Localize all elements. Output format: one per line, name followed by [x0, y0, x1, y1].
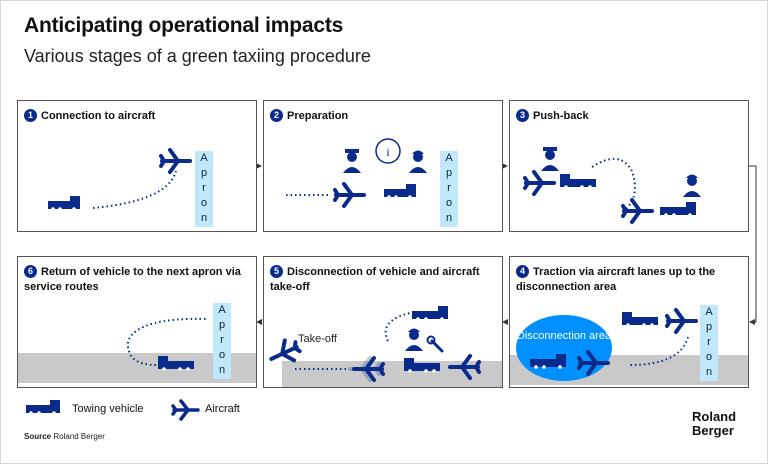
pilot-icon [541, 147, 559, 171]
connector-3-4 [748, 165, 757, 325]
pilot-icon [343, 149, 361, 173]
stage-number-1: 1 [24, 109, 37, 122]
towing-vehicle-icon [404, 358, 440, 373]
takeoff-label: Take-off [298, 333, 337, 345]
route-path [384, 312, 411, 342]
aircraft-icon [577, 350, 610, 376]
legend-vehicle-label: Towing vehicle [72, 403, 144, 415]
svg-text:i: i [386, 145, 390, 159]
towing-vehicle-icon [412, 306, 448, 321]
towing-vehicle-icon [530, 354, 566, 369]
aircraft-icon [352, 356, 385, 382]
source-note: Source Roland Berger [24, 432, 105, 441]
towing-vehicle-icon [158, 356, 194, 371]
towing-vehicle-icon [48, 196, 80, 211]
aircraft-takeoff-icon [269, 338, 302, 363]
aircraft-icon [448, 354, 481, 380]
towing-vehicle-icon [622, 312, 658, 327]
aircraft-icon [333, 182, 366, 208]
towing-vehicle-icon [560, 174, 596, 189]
legend-aircraft-label: Aircraft [205, 403, 240, 415]
figure-subtitle: Various stages of a green taxiing proced… [24, 46, 371, 66]
towing-vehicle-icon [384, 184, 416, 199]
route-path [591, 158, 636, 210]
towing-vehicle-icon [660, 202, 696, 217]
ground-worker-icon [405, 328, 423, 351]
disconnection-area: Disconnection area [516, 315, 612, 381]
route-path [629, 336, 689, 366]
aircraft-icon [159, 148, 192, 174]
wrench-icon [426, 335, 444, 353]
ground-worker-icon [409, 150, 427, 173]
aircraft-icon [621, 198, 654, 224]
figure-title: Anticipating operational impacts [24, 14, 344, 37]
ground-worker-icon [683, 174, 701, 197]
route-path [92, 170, 177, 209]
aircraft-icon [523, 170, 556, 196]
aircraft-icon [665, 308, 698, 334]
info-bubble-icon: i [375, 138, 401, 164]
